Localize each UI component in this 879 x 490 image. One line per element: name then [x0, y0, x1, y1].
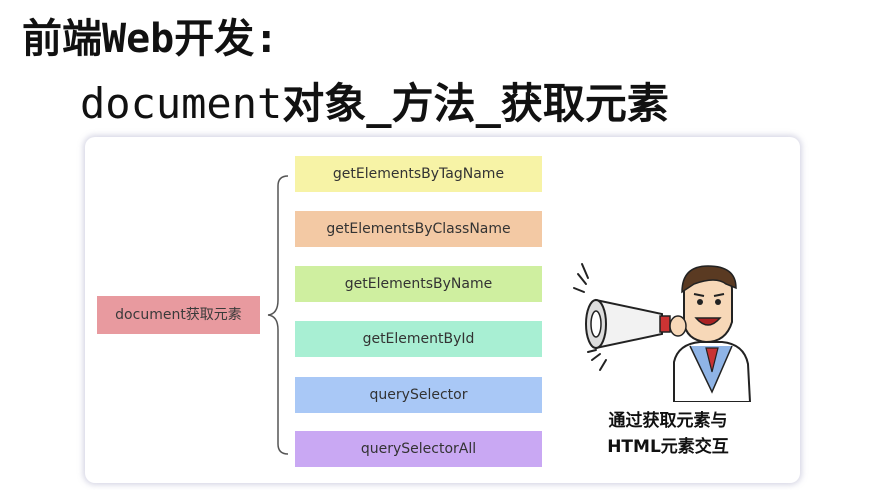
- method-box: querySelectorAll: [295, 431, 542, 467]
- method-box: getElementsByTagName: [295, 156, 542, 192]
- page-subtitle: document对象_方法_获取元素: [80, 70, 669, 131]
- brace-connector: [267, 175, 289, 455]
- illustration-caption: 通过获取元素与 HTML元素交互: [588, 408, 748, 460]
- method-box: getElementsByName: [295, 266, 542, 302]
- caption-line-1: 通过获取元素与: [608, 411, 728, 431]
- person-with-megaphone-icon: [573, 263, 752, 402]
- method-box: querySelector: [295, 377, 542, 413]
- method-box: getElementById: [295, 321, 542, 357]
- subtitle-rest: 对象_方法_获取元素: [282, 79, 669, 128]
- page-title: 前端Web开发:: [22, 16, 279, 62]
- subtitle-prefix: document: [80, 79, 283, 128]
- caption-line-2: HTML元素交互: [607, 437, 729, 457]
- method-box: getElementsByClassName: [295, 211, 542, 247]
- root-node: document获取元素: [97, 296, 260, 334]
